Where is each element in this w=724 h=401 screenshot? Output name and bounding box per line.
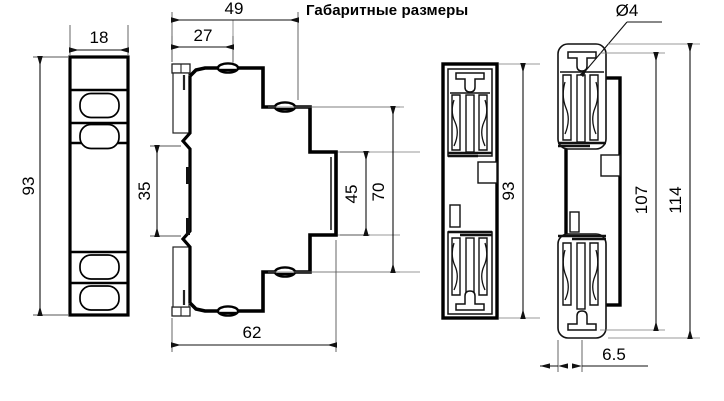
dimension-label-107: 107 (632, 186, 651, 214)
terminal-cage (447, 68, 493, 158)
dimension-label-27: 27 (194, 26, 213, 45)
dimension-label-35: 35 (135, 182, 154, 201)
dimension-45: 45 (340, 151, 370, 236)
dimension-62: 62 (171, 240, 337, 352)
terminal-slot (79, 254, 120, 280)
dimension-label-114: 114 (666, 186, 685, 213)
callout-hole-diameter: Ø4 (579, 1, 662, 78)
dimension-93-narrow: 93 (499, 63, 540, 319)
dimension-label-45: 45 (342, 185, 361, 204)
dimension-27: 27 (171, 26, 234, 62)
terminal-slot (79, 123, 120, 150)
dimension-label-49: 49 (225, 0, 244, 18)
dimension-label-hole: Ø4 (616, 1, 639, 20)
dimension-label-70: 70 (369, 183, 388, 202)
housing-slot (449, 204, 461, 228)
dimension-label-6-5: 6.5 (602, 345, 626, 364)
screw-head (216, 305, 240, 317)
page-title: Габаритные размеры (306, 2, 469, 19)
dimension-label-62: 62 (243, 323, 262, 342)
terminal-cage (447, 230, 493, 315)
dimension-49: 49 (171, 0, 299, 100)
dimension-107: 107 (600, 52, 665, 331)
mounting-hole (567, 310, 597, 331)
mounting-terminal-block (557, 43, 607, 150)
dimension-front-width: 18 (69, 25, 129, 55)
mounting-terminal-block (557, 233, 607, 339)
dimension-label-93-front: 93 (19, 177, 38, 196)
dimension-35: 35 (135, 145, 181, 237)
dimension-label-93-narrow: 93 (499, 182, 518, 201)
narrow-side-view (441, 62, 499, 320)
screw-head (216, 62, 240, 74)
dimension-label-18: 18 (90, 28, 109, 47)
dimension-6-5: 6.5 (540, 340, 648, 372)
housing-nub (600, 154, 621, 177)
housing-nub (477, 161, 498, 184)
side-profile-view (171, 20, 420, 317)
terminal-slot (79, 285, 120, 311)
rear-mounting-view (557, 43, 622, 339)
dimension-front-height: 93 (19, 56, 68, 316)
terminal-slot (79, 92, 120, 119)
housing-slot (569, 211, 580, 233)
dimension-114: 114 (608, 43, 700, 339)
front-view (68, 55, 130, 317)
dimension-70: 70 (268, 106, 400, 273)
